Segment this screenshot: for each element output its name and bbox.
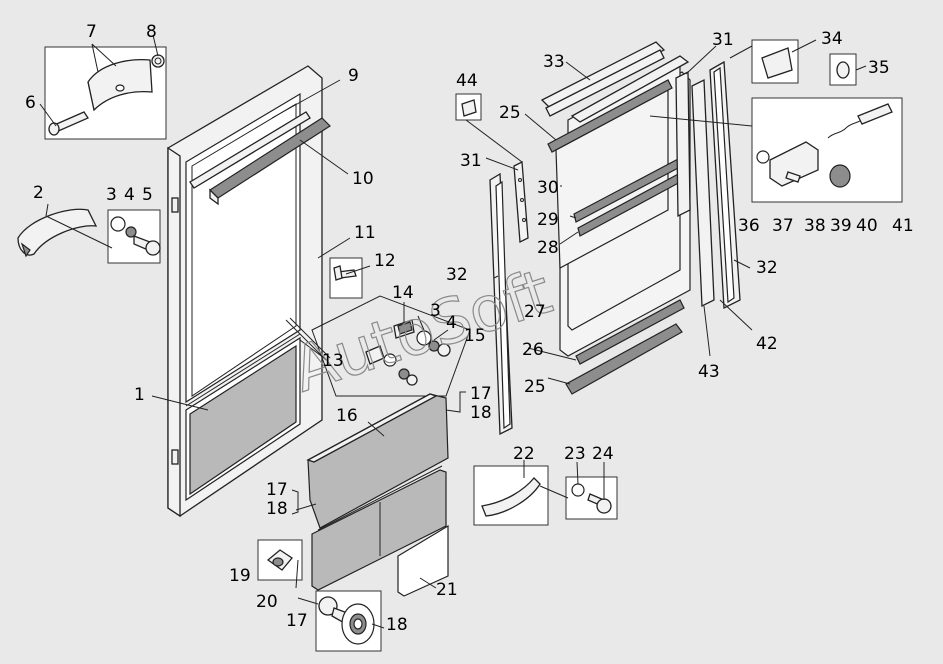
hinge-strip-31-left [513, 160, 529, 244]
profile-10 [209, 117, 331, 206]
vertical-profile-43 [691, 78, 715, 308]
callout-27: 27 [524, 302, 546, 322]
callout-28: 28 [537, 238, 559, 258]
callout-42: 42 [756, 334, 778, 354]
bolt-washer-17-18 [315, 590, 382, 652]
latch-rod [285, 317, 331, 361]
bolt-12 [329, 257, 363, 299]
sliding-window-assembly [555, 55, 691, 357]
callout-32a: 32 [446, 265, 468, 285]
callout-8: 8 [146, 22, 157, 42]
cap-44 [455, 93, 482, 121]
callout-44: 44 [456, 71, 478, 91]
callout-10: 10 [352, 169, 374, 189]
inner-handle-22 [473, 465, 549, 526]
callout-36: 36 [738, 216, 760, 236]
callout-32b: 32 [756, 258, 778, 278]
callout-22: 22 [513, 444, 535, 464]
callout-4b: 4 [446, 313, 457, 333]
callout-3b: 3 [430, 301, 441, 321]
callout-40: 40 [856, 216, 878, 236]
callout-2: 2 [33, 183, 44, 203]
callout-19: 19 [229, 566, 251, 586]
outer-handle-kit-box [17, 208, 161, 264]
watermark-text: AutoSoft [284, 255, 560, 407]
lock-assembly [311, 295, 471, 397]
callout-25b: 25 [524, 377, 546, 397]
callout-15: 15 [464, 326, 486, 346]
callout-35: 35 [868, 58, 890, 78]
inner-trim-panel-16 [306, 393, 449, 529]
callout-33: 33 [543, 52, 565, 72]
callout-18c: 18 [386, 615, 408, 635]
callout-18a: 18 [470, 403, 492, 423]
callout-29: 29 [537, 210, 559, 230]
weatherstrip-25-bottom [565, 323, 683, 395]
kick-plate-21 [397, 524, 449, 597]
vertical-profile-32-right [709, 60, 741, 310]
channel-33 [540, 41, 666, 117]
callout-3: 3 [106, 185, 117, 205]
callout-14: 14 [392, 283, 414, 303]
lower-trim-panel-20 [311, 465, 447, 591]
callout-26: 26 [522, 340, 544, 360]
callout-4: 4 [124, 185, 135, 205]
callout-20: 20 [256, 592, 278, 612]
bracket-34 [751, 39, 799, 84]
callout-5: 5 [142, 185, 153, 205]
seal-26 [575, 299, 685, 365]
callout-41: 41 [892, 216, 914, 236]
callout-9: 9 [348, 66, 359, 86]
hinge-strip-31-right [675, 70, 691, 218]
callout-16: 16 [336, 406, 358, 426]
hinge-cover-kit-box [44, 46, 167, 140]
callout-31a: 31 [460, 151, 482, 171]
callout-43: 43 [698, 362, 720, 382]
weatherstrip-25-top [547, 79, 673, 153]
callout-17b: 17 [266, 480, 288, 500]
screw-kit-23-24 [565, 476, 618, 520]
callout-11: 11 [354, 223, 376, 243]
callout-25a: 25 [499, 103, 521, 123]
callout-12: 12 [374, 251, 396, 271]
latch-kit-box [751, 97, 903, 203]
callout-6: 6 [25, 93, 36, 113]
callout-39: 39 [830, 216, 852, 236]
callout-38: 38 [804, 216, 826, 236]
callout-30: 30 [537, 178, 559, 198]
weatherstrip-9 [189, 111, 311, 189]
callout-17c: 17 [286, 611, 308, 631]
leader-lines [39, 34, 867, 629]
cap-35 [829, 53, 857, 86]
callout-34: 34 [821, 29, 843, 49]
callout-21: 21 [436, 580, 458, 600]
clip-19 [257, 539, 303, 581]
callout-1: 1 [134, 385, 145, 405]
callout-labels: 1 2 3 4 5 6 7 8 9 10 11 12 13 14 3 4 15 … [25, 22, 914, 635]
callout-18b: 18 [266, 499, 288, 519]
callout-17a: 17 [470, 384, 492, 404]
callout-7: 7 [86, 22, 97, 42]
watermark: AutoSoft [283, 254, 560, 407]
callout-31b: 31 [712, 30, 734, 50]
vertical-profile-32-left [489, 172, 513, 436]
callout-23: 23 [564, 444, 586, 464]
callout-24: 24 [592, 444, 614, 464]
callout-13: 13 [322, 351, 344, 371]
callout-37: 37 [772, 216, 794, 236]
